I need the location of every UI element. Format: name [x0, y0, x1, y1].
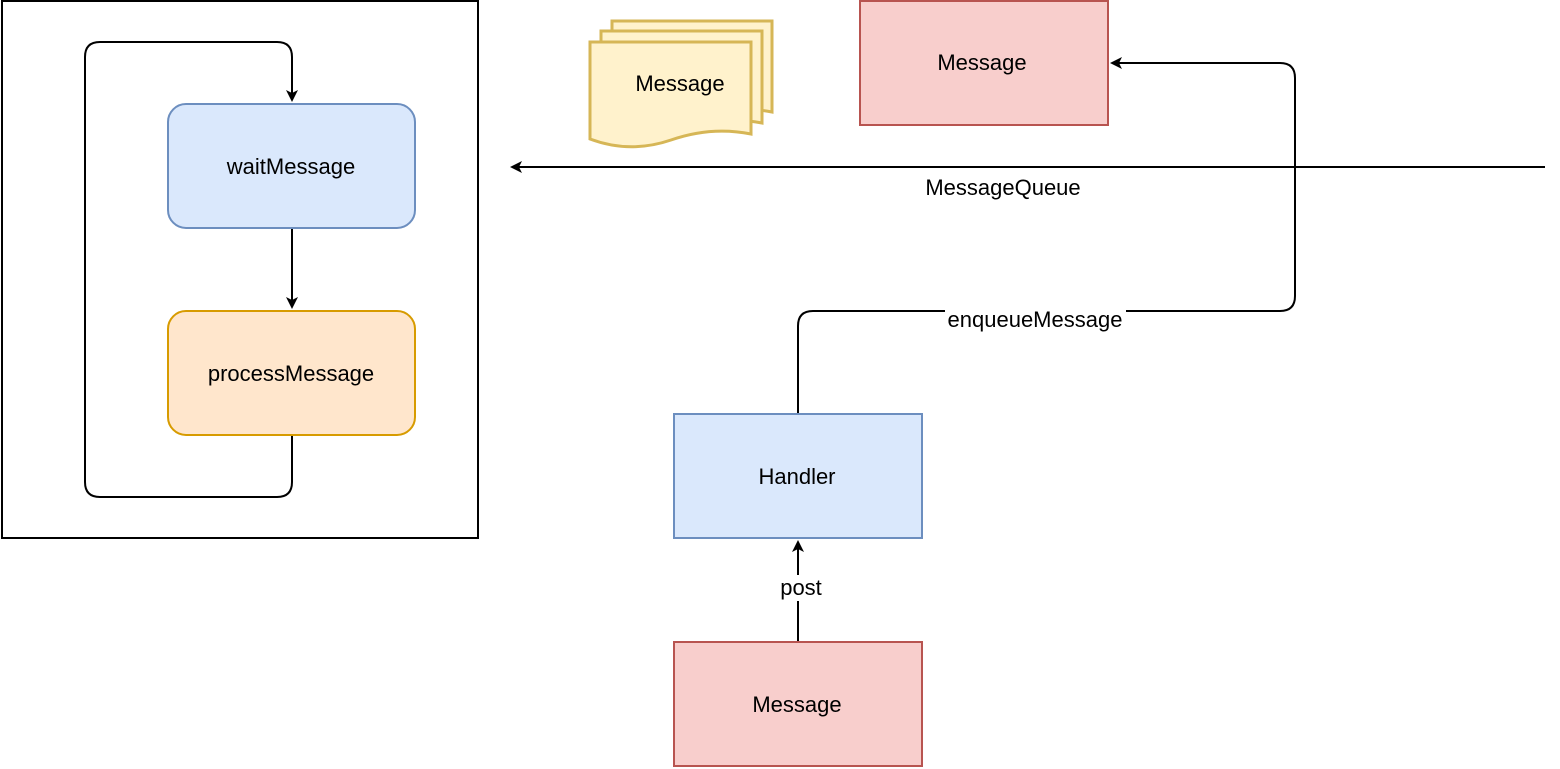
- queued-message-box: [859, 0, 1109, 126]
- post-label: post: [780, 575, 822, 600]
- message-queue-label: MessageQueue: [925, 175, 1080, 200]
- process-message-box: [167, 310, 416, 436]
- message-stack-label: Message: [635, 71, 724, 96]
- new-message-box: [673, 641, 923, 767]
- loop-back-connector: [84, 41, 298, 498]
- handler-box: [673, 413, 923, 539]
- wait-message-label: waitMessage: [226, 154, 355, 179]
- wait-message-box: [167, 103, 416, 229]
- enqueue-message-label: enqueueMessage: [948, 307, 1123, 332]
- new-message-label: Message: [752, 692, 841, 717]
- message-stack-node[interactable]: Message: [588, 19, 774, 149]
- enqueue-message-label-bg: [945, 307, 1126, 332]
- new-message-node[interactable]: Message: [673, 641, 923, 767]
- enqueue-message-connector: [797, 57, 1296, 414]
- message-stack-front-sheet: [588, 40, 753, 149]
- queued-message-label: Message: [937, 50, 1026, 75]
- process-message-node[interactable]: processMessage: [167, 310, 416, 436]
- queued-message-node[interactable]: Message: [859, 0, 1109, 126]
- wait-message-node[interactable]: waitMessage: [167, 103, 416, 229]
- post-label-bg: [779, 575, 824, 601]
- process-message-label: processMessage: [208, 361, 374, 386]
- handler-label: Handler: [758, 464, 835, 489]
- looper-frame: [1, 0, 479, 539]
- handler-node[interactable]: Handler: [673, 413, 923, 539]
